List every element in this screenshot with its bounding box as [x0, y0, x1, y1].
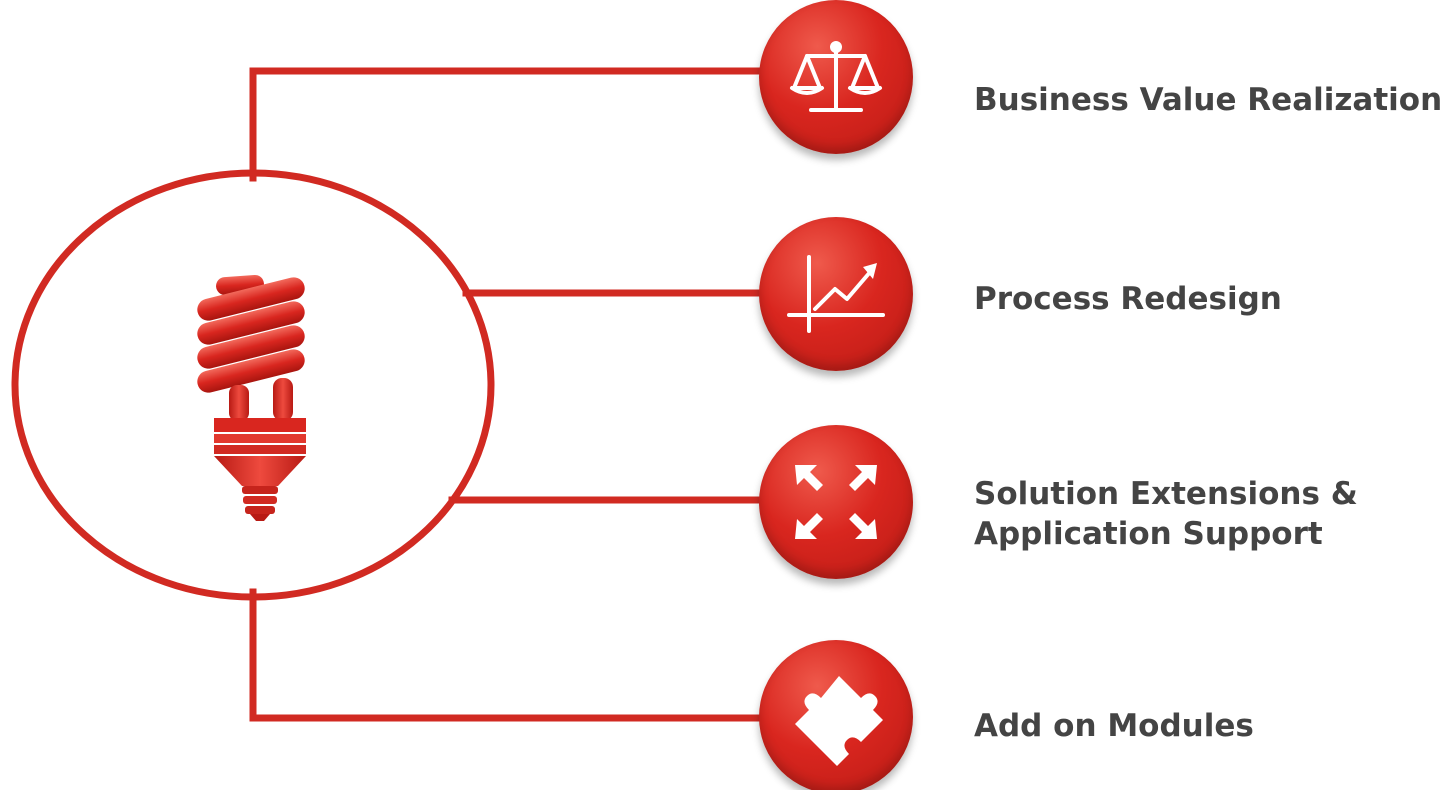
- label-process-redesign: Process Redesign: [974, 279, 1282, 319]
- light-bulb-icon: [197, 274, 306, 521]
- label-solution-extensions: Solution Extensions & Application Suppor…: [974, 474, 1358, 554]
- label-line: Process Redesign: [974, 281, 1282, 317]
- label-line: Business Value Realization: [974, 82, 1443, 118]
- expand-arrows-icon: [795, 465, 877, 539]
- label-line: Application Support: [974, 516, 1323, 552]
- badge-business-value: [759, 0, 913, 154]
- badge-add-on-modules: [759, 640, 913, 790]
- central-circle: [11, 169, 495, 601]
- puzzle-piece-icon: [795, 676, 883, 766]
- label-add-on-modules: Add on Modules: [974, 706, 1254, 746]
- growth-chart-icon: [787, 255, 885, 333]
- label-line: Solution Extensions &: [974, 476, 1358, 512]
- label-business-value: Business Value Realization: [974, 80, 1442, 120]
- badge-solution-extensions: [759, 425, 913, 579]
- connector-add-on-modules: [249, 588, 804, 722]
- label-line: Add on Modules: [974, 708, 1254, 744]
- balance-scale-icon: [790, 41, 882, 112]
- connector-business-value: [249, 67, 804, 182]
- badge-process-redesign: [759, 217, 913, 371]
